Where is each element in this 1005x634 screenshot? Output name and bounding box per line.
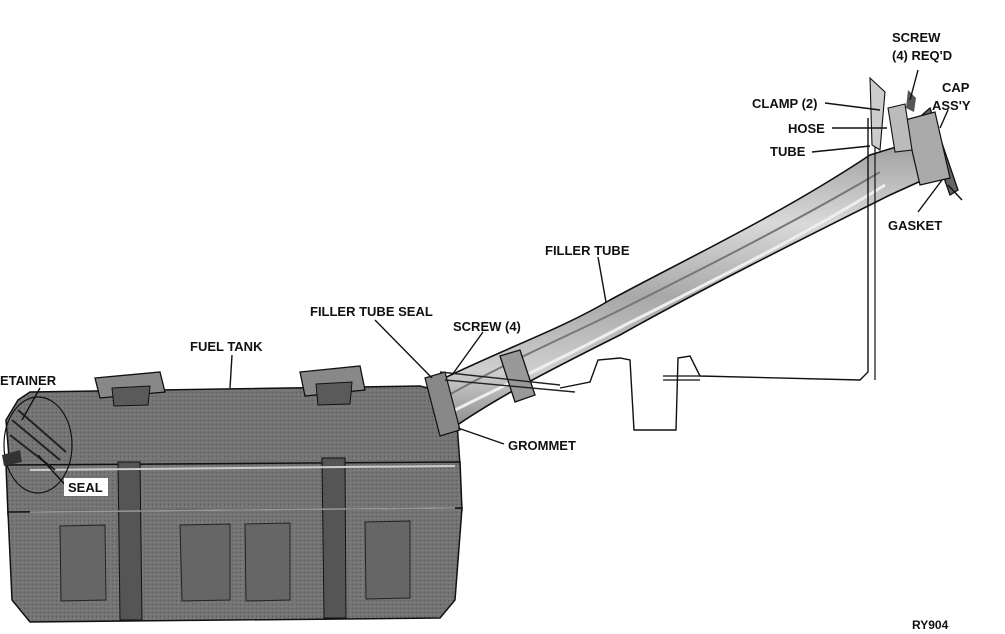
label-tube: TUBE (770, 144, 806, 159)
label-seal: SEAL (68, 480, 103, 495)
labels: SCREW (4) REQ'D CAP ASS'Y CLAMP (2) HOSE… (0, 30, 971, 632)
fuel-tank (2, 365, 463, 623)
label-gasket: GASKET (888, 218, 942, 233)
label-grommet: GROMMET (508, 438, 576, 453)
label-screw-4: SCREW (4) (453, 319, 521, 334)
cap-assembly (869, 76, 963, 201)
label-clamp: CLAMP (2) (752, 96, 817, 111)
label-cap-assy-line1: CAP (942, 80, 970, 95)
figure-code: RY904 (912, 618, 949, 629)
label-filler-tube-seal: FILLER TUBE SEAL (310, 304, 433, 319)
filler-tube (424, 133, 946, 437)
label-fuel-tank: FUEL TANK (190, 339, 263, 354)
label-screw-reqd-line1: SCREW (892, 30, 941, 45)
label-cap-assy-line2: ASS'Y (932, 98, 971, 113)
label-screw-reqd-line2: (4) REQ'D (892, 48, 952, 63)
label-hose: HOSE (788, 121, 825, 136)
label-retainer: ETAINER (0, 373, 57, 388)
leader-lines (21, 69, 949, 489)
label-filler-tube: FILLER TUBE (545, 243, 630, 258)
vent-bracket (559, 118, 876, 431)
